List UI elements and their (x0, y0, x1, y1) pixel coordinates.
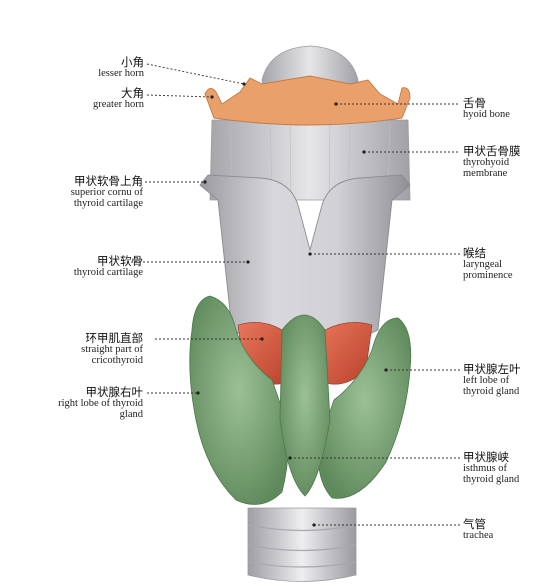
label-right-lobe: 甲状腺右叶 right lobe of thyroid gland (58, 386, 143, 420)
label-zh: 甲状软骨 (97, 254, 143, 268)
label-zh: 甲状腺左叶 (463, 362, 521, 376)
label-superior-cornu: 甲状软骨上角 superior cornu of thyroid cartila… (71, 175, 143, 209)
label-thyrohyoid-membrane: 甲状舌骨膜 thyrohyoid membrane (463, 145, 521, 179)
label-zh: 喉结 (463, 246, 486, 260)
label-zh: 甲状软骨上角 (74, 174, 143, 188)
label-en: lesser horn (98, 68, 144, 80)
hyoid-bone-shape (204, 75, 411, 126)
label-en: left lobe of (463, 375, 510, 387)
label-en: isthmus of (463, 463, 508, 475)
label-en: greater horn (92, 99, 144, 111)
label-en: right lobe of thyroid (58, 398, 143, 410)
label-zh: 环甲肌直部 (85, 331, 144, 345)
label-en: thyroid cartilage (73, 267, 143, 279)
label-zh: 甲状舌骨膜 (463, 144, 521, 158)
label-lesser-horn: 小角 lesser horn (98, 56, 144, 79)
leader-lines (127, 63, 460, 527)
label-en: superior cornu of (70, 187, 143, 199)
label-en: thyroid cartilage (73, 198, 143, 210)
label-cricothyroid: 环甲肌直部 straight part of cricothyroid (81, 332, 143, 366)
label-hyoid-bone: 舌骨 hyoid bone (463, 97, 510, 120)
label-laryngeal-prominence: 喉结 laryngeal prominence (463, 247, 513, 281)
label-zh: 气管 (463, 517, 486, 531)
label-en: thyroid gland (463, 386, 520, 398)
label-en: gland (119, 409, 143, 421)
label-en: trachea (463, 530, 494, 542)
label-zh: 大角 (121, 86, 144, 100)
label-isthmus: 甲状腺峡 isthmus of thyroid gland (463, 451, 519, 485)
label-zh: 小角 (121, 55, 144, 69)
label-zh: 舌骨 (463, 96, 486, 110)
label-en: cricothyroid (91, 355, 143, 367)
label-greater-horn: 大角 greater horn (93, 87, 144, 110)
thyroid-isthmus-shape (279, 314, 331, 497)
label-en: laryngeal (463, 259, 503, 271)
label-en: hyoid bone (463, 109, 510, 121)
label-zh: 甲状腺右叶 (85, 385, 144, 399)
trachea-shape (247, 507, 357, 582)
label-thyroid-cartilage: 甲状软骨 thyroid cartilage (74, 255, 143, 278)
label-en: straight part of (81, 344, 143, 356)
label-en: prominence (463, 270, 513, 282)
label-en: membrane (463, 168, 508, 180)
label-en: thyroid gland (463, 474, 520, 486)
label-en: thyrohyoid (463, 157, 510, 169)
label-left-lobe: 甲状腺左叶 left lobe of thyroid gland (463, 363, 521, 397)
label-trachea: 气管 trachea (463, 518, 493, 541)
label-zh: 甲状腺峡 (463, 450, 509, 464)
thyroid-right-lobe-shape (189, 295, 289, 505)
thyroid-left-lobe-shape (318, 317, 412, 499)
